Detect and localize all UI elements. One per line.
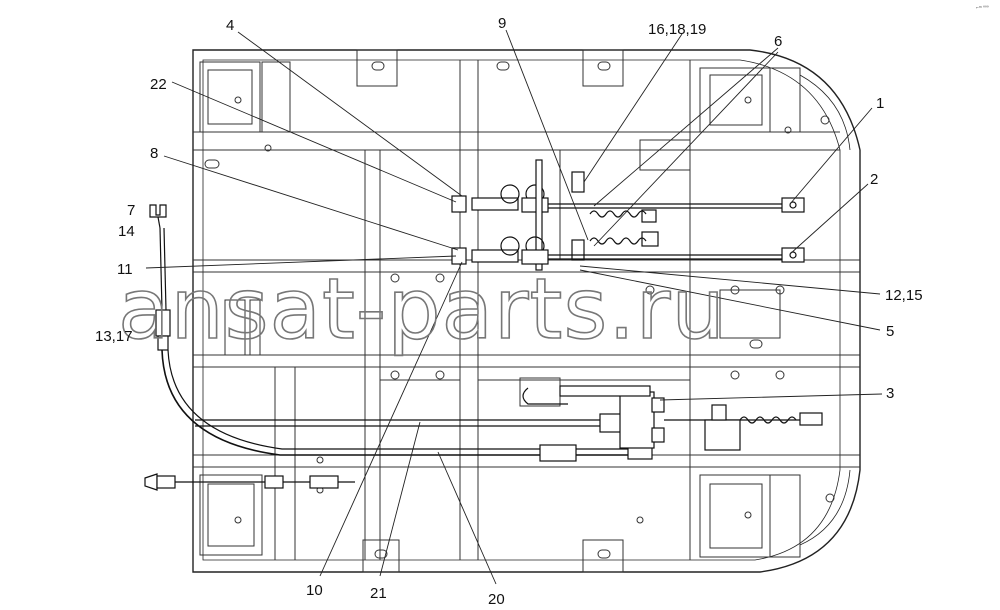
- callout-2: 2: [870, 171, 878, 188]
- callout-4: 4: [226, 17, 234, 34]
- floor-panel: [192, 49, 861, 573]
- callout-8: 8: [150, 145, 158, 162]
- callout-5: 5: [886, 323, 894, 340]
- callout-7: 7: [127, 202, 135, 219]
- cable-lower: [451, 171, 805, 265]
- callout-10: 10: [306, 582, 323, 599]
- callout-16-18-19: 16,18,19: [648, 21, 706, 38]
- callout-14: 14: [118, 223, 135, 240]
- callout-1: 1: [876, 95, 884, 112]
- callout-3: 3: [886, 385, 894, 402]
- lever-assembly: [195, 385, 823, 451]
- corner-mark: ⌐ᵐ ººº: [976, 5, 989, 11]
- callout-20: 20: [488, 591, 505, 608]
- cable-upper: [451, 159, 805, 271]
- callout-12-15: 12,15: [885, 287, 923, 304]
- callout-21: 21: [370, 585, 387, 602]
- callout-22: 22: [150, 76, 167, 93]
- panel-brackets: [199, 49, 801, 573]
- leader-lines: [145, 29, 883, 585]
- watermark: ansat-parts.ru: [118, 260, 726, 358]
- callout-9: 9: [498, 15, 506, 32]
- callouts: 4 22 8 7 14 11 13,17 9 16,18,19 6 1 2 12…: [95, 15, 923, 608]
- callout-11: 11: [117, 261, 133, 278]
- callout-6: 6: [774, 33, 782, 50]
- lower-rod: [144, 473, 355, 491]
- callout-13-17: 13,17: [95, 328, 133, 345]
